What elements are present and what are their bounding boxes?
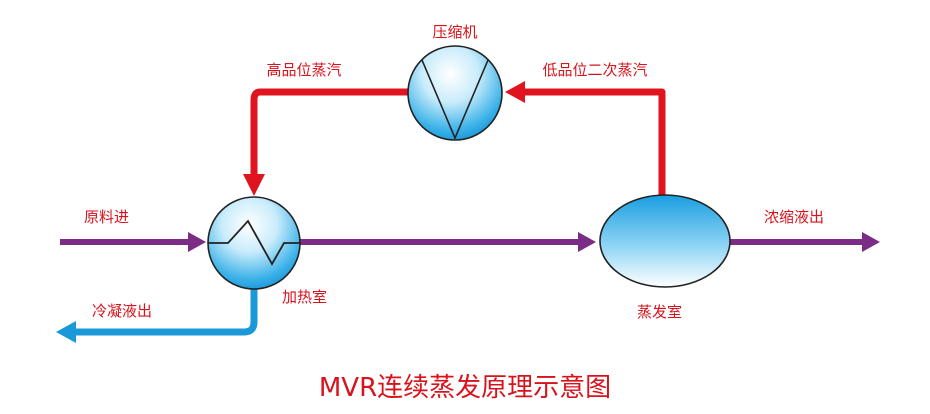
feed-line: [60, 232, 206, 252]
condensate-line: [56, 288, 258, 343]
evaporation-chamber-label: 蒸发室: [637, 303, 682, 321]
compressor-label: 压缩机: [432, 23, 477, 41]
arrow-head-icon: [862, 232, 880, 252]
concentrate-out-label: 浓缩液出: [764, 208, 824, 226]
low-grade-steam-line: [505, 81, 666, 196]
arrow-head-icon: [505, 81, 525, 103]
arrow-head-icon: [243, 174, 265, 196]
diagram-title: MVR连续蒸发原理示意图: [319, 373, 611, 403]
heat-exchanger-icon: [207, 196, 301, 290]
feed-in-label: 原料进: [84, 208, 129, 226]
arrow-head-icon: [188, 232, 206, 252]
arrow-head-icon: [578, 232, 596, 252]
arrow-head-icon: [56, 321, 76, 343]
high-grade-steam-label: 高品位蒸汽: [266, 61, 341, 79]
heating-chamber-label: 加热室: [282, 288, 327, 306]
concentrate-line: [730, 232, 880, 252]
evaporator-vessel-icon: [599, 194, 731, 288]
heater-to-evaporator-line: [300, 232, 596, 252]
compressor-icon: [407, 45, 503, 141]
low-grade-steam-label: 低品位二次蒸汽: [542, 61, 647, 79]
high-grade-steam-line: [243, 88, 412, 196]
condensate-out-label: 冷凝液出: [92, 302, 152, 320]
